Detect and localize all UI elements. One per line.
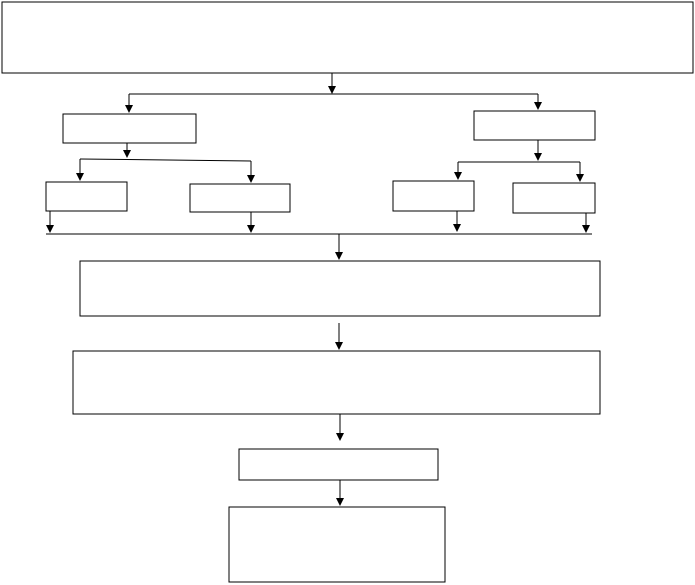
arrowhead: [247, 225, 255, 233]
arrowhead: [46, 225, 54, 233]
edge-left-split: [79, 158, 252, 162]
node-process: [72, 350, 601, 415]
flowchart-edges: [46, 73, 592, 506]
arrowhead: [453, 224, 461, 232]
node-final: [228, 506, 446, 583]
node-right-leaf-1: [392, 180, 475, 212]
arrowhead: [336, 498, 344, 506]
arrowhead: [336, 433, 344, 441]
arrowhead: [125, 105, 133, 113]
arrowhead: [247, 175, 255, 183]
node-step: [238, 448, 439, 481]
arrowhead: [454, 172, 462, 180]
node-right-leaf-2: [512, 182, 596, 214]
arrowhead: [335, 342, 343, 350]
node-left-leaf-1: [45, 181, 128, 212]
arrowhead: [76, 173, 84, 181]
arrowhead: [534, 153, 542, 161]
node-right-branch: [473, 110, 596, 141]
arrowhead: [335, 252, 343, 260]
arrowhead: [576, 174, 584, 182]
node-top: [1, 1, 694, 74]
arrowhead: [123, 150, 131, 158]
node-merge: [79, 260, 601, 317]
arrowhead: [534, 102, 542, 110]
node-left-leaf-2: [189, 183, 291, 213]
node-left-branch: [62, 113, 197, 144]
arrowhead: [328, 86, 336, 94]
arrowhead: [582, 225, 590, 233]
